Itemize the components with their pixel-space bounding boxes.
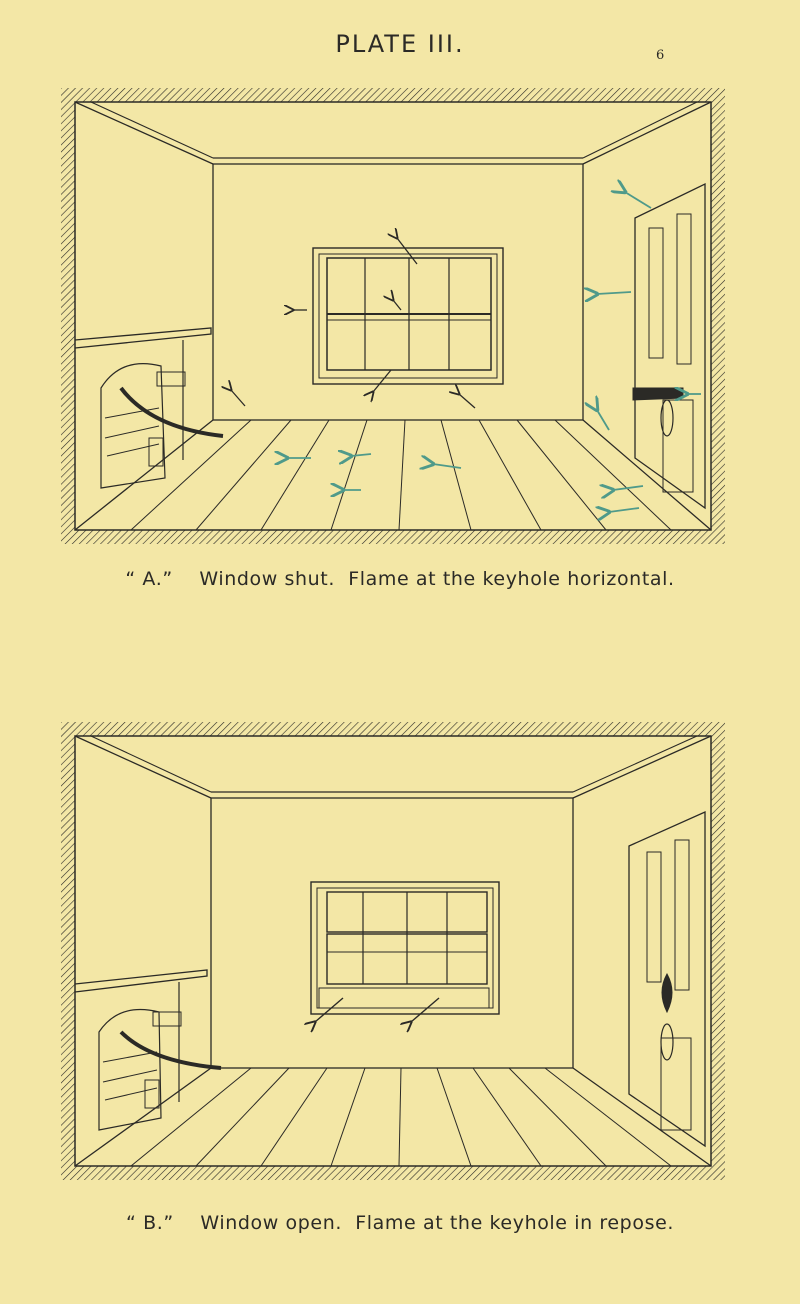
arrow-icon (597, 292, 632, 294)
arrow-icon (393, 300, 402, 311)
arrow-icon (231, 390, 246, 407)
air-flow-arrows (315, 997, 440, 1022)
arrow-icon (625, 192, 652, 209)
floor-boards (130, 1067, 672, 1167)
arrow-icon (609, 508, 640, 512)
arrow-icon (613, 486, 644, 490)
arrow-icon (373, 369, 392, 392)
window-open (310, 881, 500, 1015)
arrow-icon (351, 454, 372, 456)
fireplace (74, 969, 208, 1131)
caption-a: “ A.” Window shut. Flame at the keyhole … (0, 568, 800, 590)
draught-curve (119, 1030, 222, 1070)
arrow-icon (597, 410, 610, 431)
caption-b: “ B.” Window open. Flame at the keyhole … (0, 1212, 800, 1234)
back-wall (210, 797, 574, 1069)
arrow-icon (411, 997, 440, 1022)
fireplace (74, 327, 212, 489)
keyhole-flame-icon (661, 972, 673, 1014)
arrow-icon (397, 238, 418, 265)
caption-b-text: Window open. Flame at the keyhole in rep… (200, 1212, 674, 1234)
room-illustration-b (61, 722, 725, 1180)
window-shut (312, 247, 504, 385)
page-number: 6 (656, 48, 665, 63)
air-flow-arrows (231, 238, 476, 409)
figure-a-room-window-shut (61, 88, 725, 544)
room-illustration-a (61, 88, 725, 544)
teal-air-flow-arrows (287, 192, 701, 512)
door (628, 810, 706, 1148)
back-wall (212, 163, 584, 421)
arrow-icon (459, 394, 476, 409)
figure-b-room-window-open (61, 722, 725, 1180)
floor-boards (130, 419, 672, 531)
arrow-icon (315, 997, 344, 1022)
caption-b-label: “ B.” (126, 1212, 174, 1234)
caption-a-label: “ A.” (125, 568, 173, 590)
caption-a-text: Window shut. Flame at the keyhole horizo… (199, 568, 675, 590)
arrow-icon (433, 464, 462, 468)
plate-title: PLATE III. (335, 30, 465, 58)
door (632, 182, 706, 510)
draught-curve (119, 386, 224, 438)
